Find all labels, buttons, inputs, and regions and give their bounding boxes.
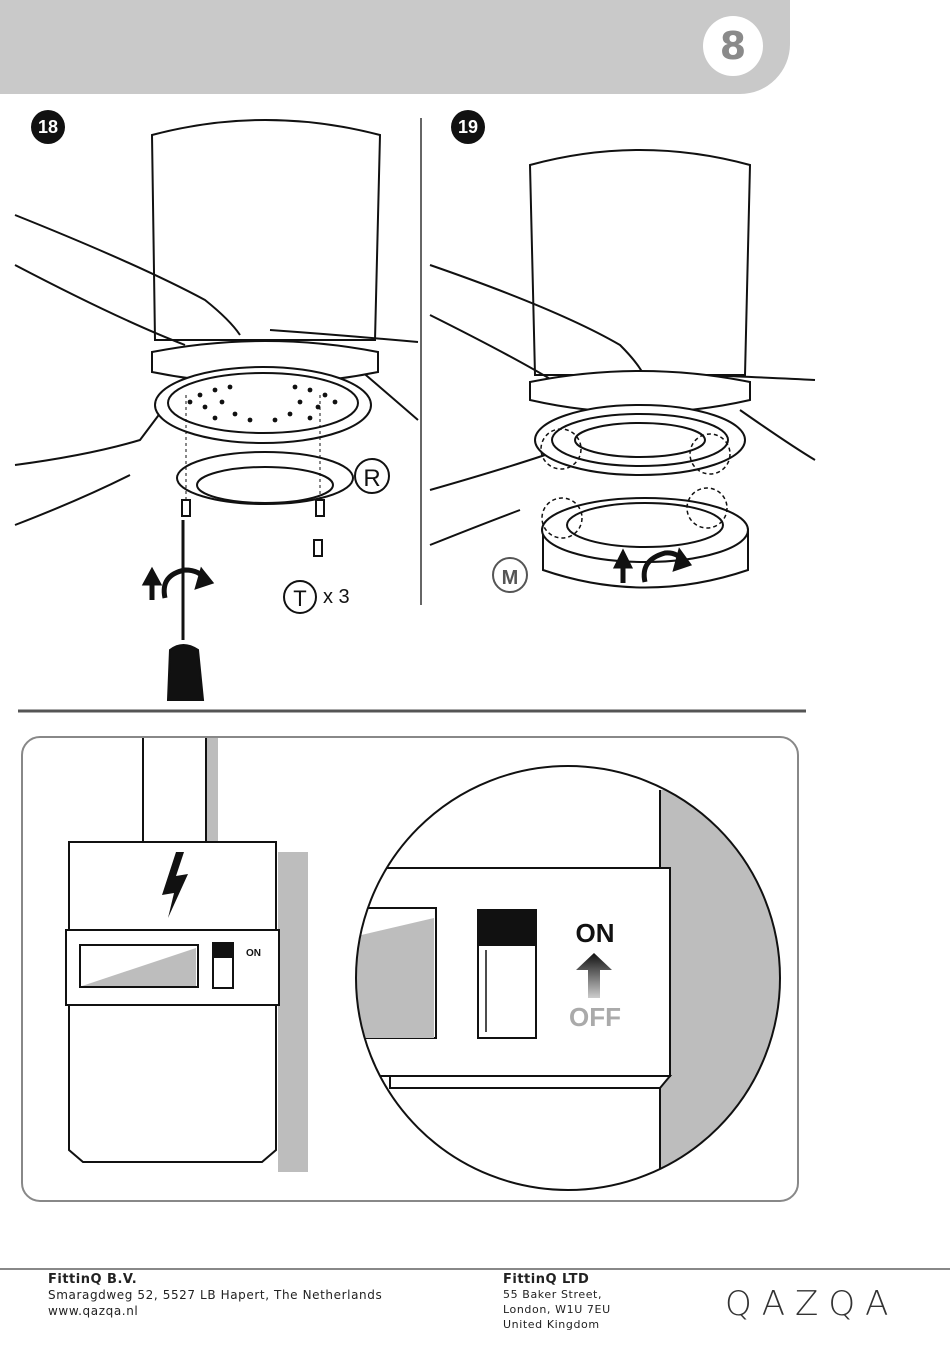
zoom-off-label: OFF — [569, 1002, 621, 1032]
footer-nl: FittinQ B.V. Smaragdweg 52, 5527 LB Hape… — [48, 1272, 382, 1319]
step18-fan-illustration — [15, 120, 418, 700]
step19-fan-illustration — [430, 150, 815, 588]
footer-nl-address: Smaragdweg 52, 5527 LB Hapert, The Nethe… — [48, 1287, 382, 1303]
qazqa-logo: QAZQA — [725, 1284, 898, 1324]
zoom-on-label: ON — [576, 918, 615, 948]
rotate-arrow-icon — [146, 570, 210, 600]
step-18-badge: 18 — [31, 110, 65, 144]
part-r-label: R — [363, 465, 380, 492]
screw-qty: x 3 — [323, 586, 350, 608]
screwdriver-icon — [168, 520, 203, 700]
footer-rule — [0, 1268, 950, 1270]
footer-nl-company: FittinQ B.V. — [48, 1272, 382, 1287]
screw-t-label: T — [293, 586, 306, 611]
footer-uk-line: London, W1U 7EU — [503, 1302, 611, 1317]
footer-uk-company: FittinQ LTD — [503, 1272, 611, 1287]
footer-uk-line: 55 Baker Street, — [503, 1287, 611, 1302]
footer-nl-web[interactable]: www.qazqa.nl — [48, 1303, 382, 1319]
part-m-label: M — [502, 567, 519, 589]
small-on-label: ON — [246, 948, 261, 959]
footer-uk: FittinQ LTD 55 Baker Street, London, W1U… — [503, 1272, 611, 1332]
footer-uk-line: United Kingdom — [503, 1317, 611, 1332]
step-19-badge: 19 — [451, 110, 485, 144]
